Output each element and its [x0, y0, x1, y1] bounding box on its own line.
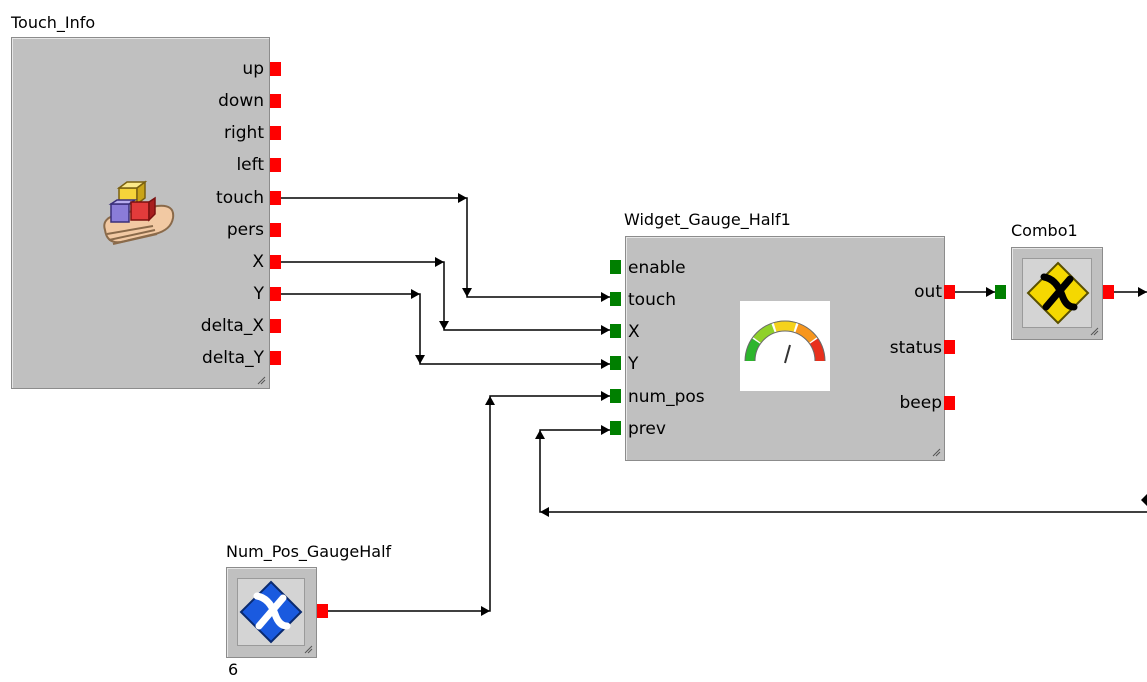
arrow-head — [439, 321, 449, 330]
arrow-head — [601, 292, 610, 302]
arrow-head — [485, 396, 495, 405]
arrow-head — [411, 289, 420, 299]
arrow-head — [462, 288, 472, 297]
arrow-head — [535, 430, 545, 439]
arrow-head — [458, 193, 467, 203]
arrow-head — [601, 325, 610, 335]
arrow-head — [1138, 287, 1147, 297]
arrow-head — [481, 606, 490, 616]
wire-y[interactable] — [281, 294, 610, 364]
arrow-head — [601, 391, 610, 401]
arrow-head — [415, 355, 425, 364]
arrow-head — [601, 359, 610, 369]
wire-prev[interactable] — [540, 430, 1147, 512]
arrow-head — [601, 425, 610, 435]
arrow-head — [1141, 494, 1147, 506]
arrow-head — [435, 257, 444, 267]
wire-num-pos[interactable] — [328, 396, 610, 611]
wire-touch[interactable] — [281, 198, 610, 297]
arrow-head — [986, 287, 995, 297]
arrow-head — [540, 507, 549, 517]
wire-x[interactable] — [281, 262, 610, 330]
